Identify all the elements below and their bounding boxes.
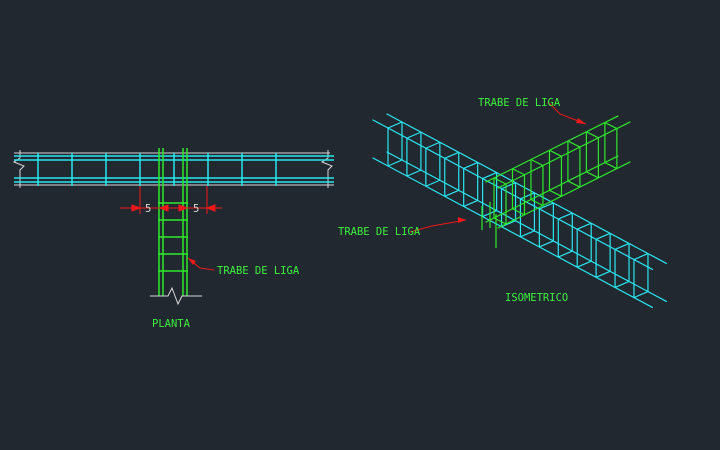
iso-main-bar xyxy=(372,157,654,309)
plan-dimension-right: 5 xyxy=(193,203,199,215)
isometric-view: TRABE DE LIGA TRABE DE LIGA ISOMETRICO xyxy=(338,97,668,309)
iso-main-stirrup xyxy=(425,179,441,187)
plan-tie-break-mark xyxy=(150,286,202,306)
iso-top-label: TRABE DE LIGA xyxy=(478,97,561,109)
iso-main-stirrup xyxy=(425,141,441,149)
iso-tie-bar xyxy=(485,115,619,183)
iso-main-stirrup xyxy=(595,232,611,240)
plan-title: PLANTA xyxy=(152,318,191,330)
plan-dimensions xyxy=(120,186,222,214)
iso-left-leader-arrow xyxy=(458,217,466,223)
iso-left-label: TRABE DE LIGA xyxy=(338,226,421,238)
plan-beam-label: TRABE DE LIGA xyxy=(217,265,300,277)
iso-tie-beam xyxy=(481,115,631,248)
iso-main-stirrup xyxy=(444,151,459,159)
iso-tie-stirrup xyxy=(604,162,618,170)
iso-tie-stirrup xyxy=(604,122,618,130)
iso-main-stirrup xyxy=(576,222,592,230)
iso-tie-stirrup xyxy=(530,198,544,207)
iso-title: ISOMETRICO xyxy=(505,292,568,304)
iso-main-stirrup xyxy=(595,270,611,278)
iso-main-stirrup xyxy=(576,260,592,268)
plan-dimension-left: 5 xyxy=(145,203,151,215)
iso-main-stirrup xyxy=(539,240,554,248)
iso-tie-stirrup xyxy=(512,168,525,176)
iso-tie-stirrup xyxy=(549,189,562,197)
iso-main-stirrup xyxy=(463,161,478,170)
iso-main-stirrup xyxy=(406,169,422,177)
iso-main-stirrup xyxy=(520,192,535,200)
plan-main-beam xyxy=(14,153,334,186)
plan-tie-beam xyxy=(158,148,188,296)
iso-main-stirrup xyxy=(614,280,630,288)
iso-main-beam xyxy=(372,113,668,309)
iso-tie-bar xyxy=(497,121,631,189)
iso-main-stirrup xyxy=(387,159,403,167)
iso-main-stirrup xyxy=(482,172,497,180)
iso-main-stirrup xyxy=(444,189,459,197)
iso-tie-bar xyxy=(497,161,631,229)
iso-tie-stirrup xyxy=(512,208,525,216)
iso-tie-stirrup xyxy=(530,158,544,167)
iso-tie-stirrup xyxy=(549,149,562,157)
iso-tie-stirrup xyxy=(567,180,581,188)
iso-main-stirrup xyxy=(633,253,649,261)
plan-leader-arrow xyxy=(188,258,196,265)
iso-top-leader-arrow xyxy=(576,118,586,124)
plan-view: 5 5 TRABE DE LIGA PLANTA xyxy=(12,148,334,330)
iso-tie-stirrup xyxy=(567,140,581,148)
iso-tie-stirrup xyxy=(493,177,507,185)
iso-main-stirrup xyxy=(558,250,573,258)
iso-tie-stirrup xyxy=(586,171,599,179)
iso-main-stirrup xyxy=(558,212,573,220)
iso-tie-bar xyxy=(485,155,619,223)
iso-main-stirrup xyxy=(387,121,403,129)
iso-main-stirrup xyxy=(520,230,535,238)
iso-main-stirrup xyxy=(633,291,649,299)
iso-main-stirrup xyxy=(501,182,516,190)
iso-main-stirrup xyxy=(539,202,554,210)
iso-main-stirrup xyxy=(406,131,422,139)
iso-main-bar xyxy=(386,113,668,265)
iso-main-stirrup xyxy=(463,199,478,208)
iso-tie-stirrup xyxy=(586,131,599,139)
iso-main-stirrup xyxy=(614,242,630,250)
iso-left-leader xyxy=(409,219,467,233)
iso-main-bar xyxy=(386,151,668,303)
